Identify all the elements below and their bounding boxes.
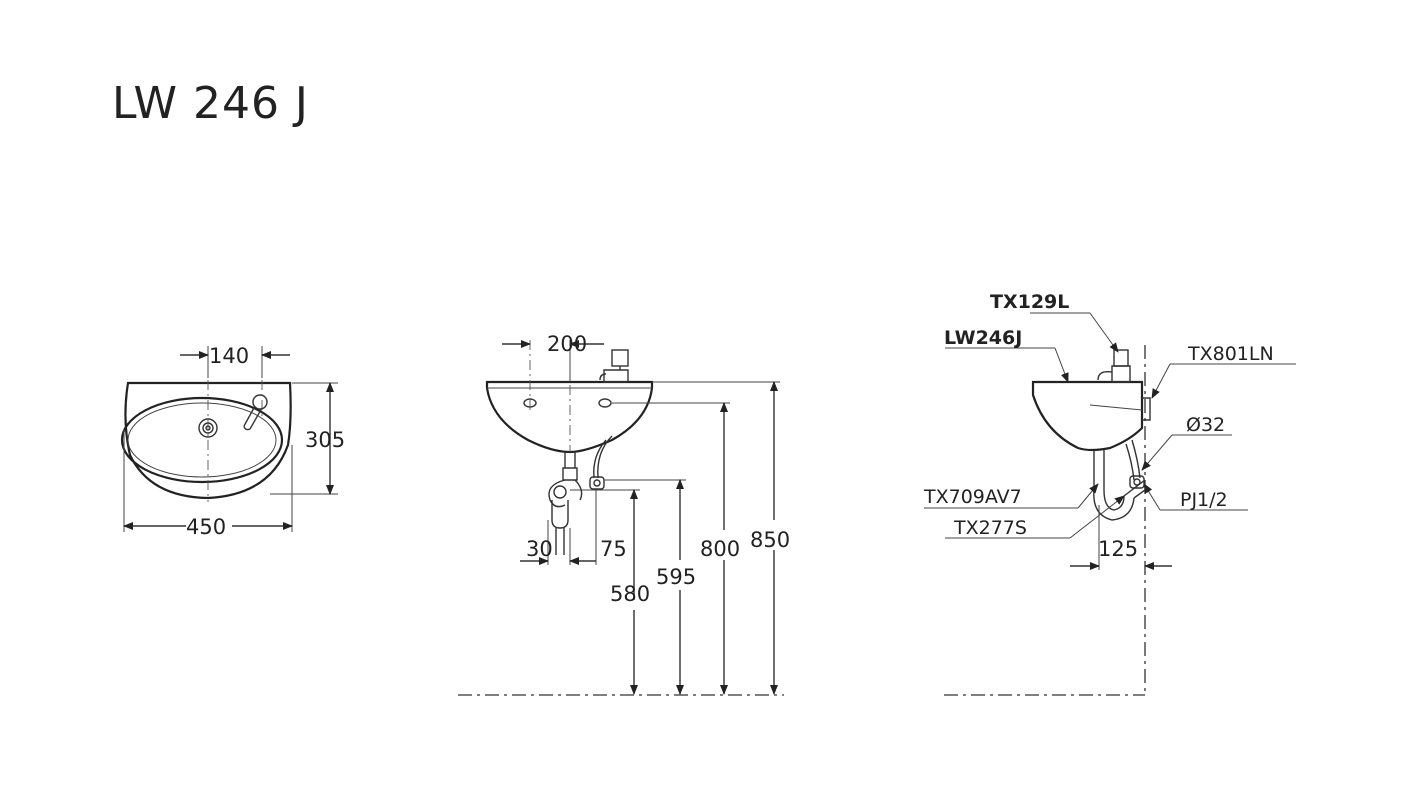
front-view-basin	[485, 380, 654, 454]
label-thread: PJ1/2	[1180, 489, 1228, 511]
label-basin: LW246J	[944, 327, 1022, 349]
top-view: 140 305 450	[120, 344, 345, 539]
dim-75: 75	[600, 537, 627, 561]
label-valve: TX709AV7	[923, 486, 1022, 508]
dim-tap-offset: 140	[209, 344, 249, 368]
top-view-faucet-lever	[243, 405, 263, 431]
dim-top-spacing: 200	[547, 332, 587, 356]
dim-580: 580	[610, 582, 650, 606]
label-trap: TX277S	[953, 517, 1027, 539]
side-view-basin	[1031, 380, 1144, 452]
side-view-faucet	[1113, 349, 1129, 367]
front-view-trap	[562, 452, 578, 481]
top-view-drain	[198, 418, 218, 438]
front-view: 200 30 75 580 595 800	[458, 332, 790, 696]
dim-595: 595	[656, 565, 696, 589]
model-title: LW 246 J	[112, 78, 309, 129]
top-view-bowl	[120, 396, 284, 484]
dim-depth: 305	[305, 428, 345, 452]
side-view-bracket	[1142, 397, 1151, 421]
side-view-trap	[1093, 489, 1135, 521]
label-pipe-diameter: Ø32	[1186, 414, 1225, 436]
front-view-faucet	[611, 349, 629, 367]
side-view: TX129L LW246J TX801LN Ø32 TX709AV7 PJ1/2…	[923, 291, 1296, 696]
label-bracket: TX801LN	[1187, 343, 1274, 365]
dim-125: 125	[1098, 537, 1138, 561]
dim-850: 850	[750, 528, 790, 552]
front-view-supply-hose	[593, 435, 613, 479]
dim-800: 800	[700, 537, 740, 561]
top-view-basin-outline	[124, 381, 292, 500]
top-view-faucet-base	[252, 394, 268, 410]
dim-30: 30	[526, 537, 553, 561]
label-faucet: TX129L	[990, 291, 1069, 313]
dim-width: 450	[186, 515, 226, 539]
